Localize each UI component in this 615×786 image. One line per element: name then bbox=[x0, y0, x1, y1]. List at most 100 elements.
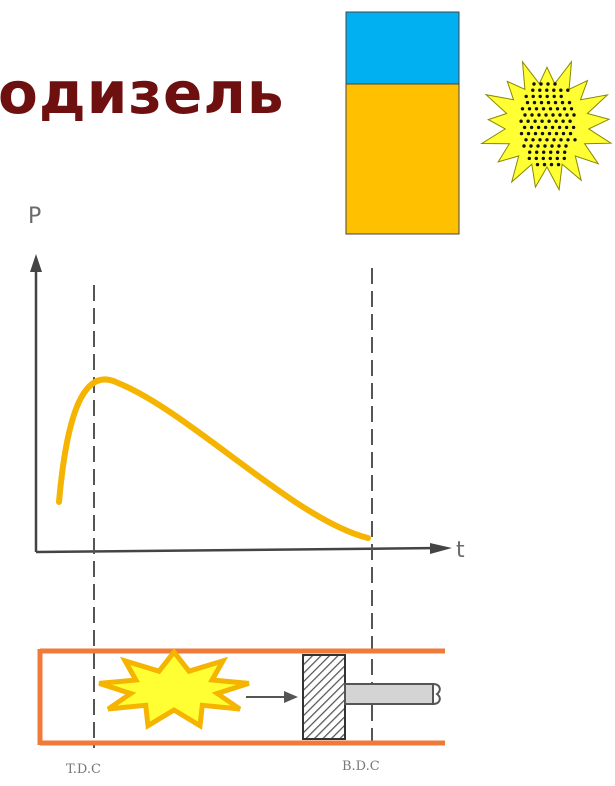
x-axis bbox=[35, 546, 441, 554]
spark-dot bbox=[560, 100, 565, 105]
spark-dot bbox=[526, 119, 530, 123]
spark-dot bbox=[533, 131, 538, 136]
spark-dot bbox=[536, 144, 540, 148]
spark-dot bbox=[519, 119, 523, 123]
spark-dot bbox=[520, 107, 525, 111]
spark-dot bbox=[567, 100, 572, 105]
spark-dot bbox=[533, 119, 537, 123]
spark-dot bbox=[529, 125, 534, 130]
combustion-burst-icon bbox=[98, 647, 250, 730]
spark-dot bbox=[543, 125, 548, 130]
x-axis-label: t bbox=[456, 538, 465, 563]
spark-dot bbox=[537, 113, 541, 117]
spark-dot bbox=[539, 100, 544, 105]
spark-dot bbox=[547, 119, 551, 123]
bdc-label: B.D.C bbox=[342, 759, 380, 774]
spark-dot bbox=[572, 113, 576, 117]
spark-dot bbox=[548, 107, 553, 111]
spark-dot bbox=[545, 138, 549, 142]
spark-dot bbox=[552, 88, 556, 92]
spark-dot bbox=[556, 150, 560, 154]
spark-dot bbox=[540, 119, 544, 123]
spark-dot bbox=[556, 162, 561, 167]
spark-dot bbox=[561, 119, 565, 123]
spark-dot bbox=[535, 162, 540, 167]
spark-burst-icon bbox=[480, 60, 613, 192]
push-arrow-icon bbox=[246, 691, 298, 703]
spark-dot bbox=[554, 131, 559, 136]
spark-dot bbox=[541, 107, 546, 111]
spark-dot bbox=[547, 131, 552, 136]
spark-dot bbox=[528, 150, 532, 154]
slide-title: одизель bbox=[0, 59, 285, 127]
spark-dot bbox=[523, 113, 527, 117]
spark-dot bbox=[553, 100, 558, 105]
spark-dot bbox=[563, 150, 567, 154]
fuel-air-column-icon bbox=[345, 11, 460, 235]
y-axis-label: P bbox=[28, 204, 42, 229]
spark-dot bbox=[526, 131, 531, 136]
spark-dot bbox=[531, 94, 535, 99]
spark-dot bbox=[557, 125, 562, 130]
spark-dot bbox=[555, 156, 559, 161]
spark-dot bbox=[531, 88, 535, 92]
spark-dot bbox=[568, 131, 573, 136]
piston-rod bbox=[344, 683, 441, 705]
spark-dot bbox=[532, 100, 537, 105]
spark-dot bbox=[538, 138, 542, 142]
spark-dot bbox=[542, 162, 547, 167]
spark-dot bbox=[530, 113, 534, 117]
spark-dot bbox=[545, 88, 549, 92]
spark-dot bbox=[522, 125, 527, 130]
spark-dot bbox=[544, 113, 548, 117]
spark-dot bbox=[534, 156, 538, 161]
spark-dot bbox=[542, 150, 546, 154]
spark-dot bbox=[549, 162, 554, 167]
spark-dot bbox=[559, 94, 563, 99]
spark-dot bbox=[549, 150, 553, 154]
spark-dot bbox=[527, 107, 532, 111]
spark-dot bbox=[548, 156, 552, 161]
spark-dot bbox=[541, 156, 545, 161]
spark-dot bbox=[558, 113, 562, 117]
spark-dot bbox=[555, 107, 560, 111]
spark-dot bbox=[564, 125, 569, 130]
spark-dot bbox=[561, 131, 566, 136]
piston bbox=[302, 654, 346, 740]
spark-dot bbox=[524, 94, 528, 99]
spark-dot bbox=[566, 138, 570, 142]
spark-dot bbox=[562, 156, 566, 161]
spark-dot bbox=[536, 125, 541, 130]
spark-dot bbox=[569, 107, 574, 111]
spark-dot bbox=[565, 113, 569, 117]
spark-dot bbox=[562, 107, 567, 111]
spark-dot bbox=[552, 138, 556, 142]
spark-dot bbox=[564, 144, 568, 148]
spark-dot bbox=[532, 82, 536, 86]
spark-dot bbox=[573, 138, 577, 142]
spark-dot bbox=[540, 131, 545, 136]
spark-dot bbox=[531, 138, 535, 142]
spark-dot bbox=[552, 94, 556, 99]
spark-dot bbox=[545, 94, 549, 99]
spark-dot bbox=[571, 125, 576, 130]
spark-dot bbox=[546, 82, 550, 86]
spark-dot bbox=[550, 125, 555, 130]
cylinder bbox=[37, 648, 445, 746]
spark-dot bbox=[527, 156, 531, 161]
x-axis-arrow-icon bbox=[430, 543, 452, 554]
spark-dot bbox=[539, 82, 543, 86]
spark-dot bbox=[519, 131, 524, 136]
pressure-curve bbox=[56, 376, 371, 541]
spark-dot bbox=[543, 144, 547, 148]
spark-dot bbox=[551, 113, 555, 117]
tdc-label: T.D.C bbox=[66, 762, 101, 777]
spark-dot bbox=[559, 138, 563, 142]
spark-dot bbox=[538, 88, 542, 92]
y-axis-arrow-icon bbox=[30, 254, 42, 272]
spark-dot bbox=[524, 138, 528, 142]
spark-dot bbox=[568, 119, 572, 123]
spark-dot bbox=[566, 88, 570, 92]
